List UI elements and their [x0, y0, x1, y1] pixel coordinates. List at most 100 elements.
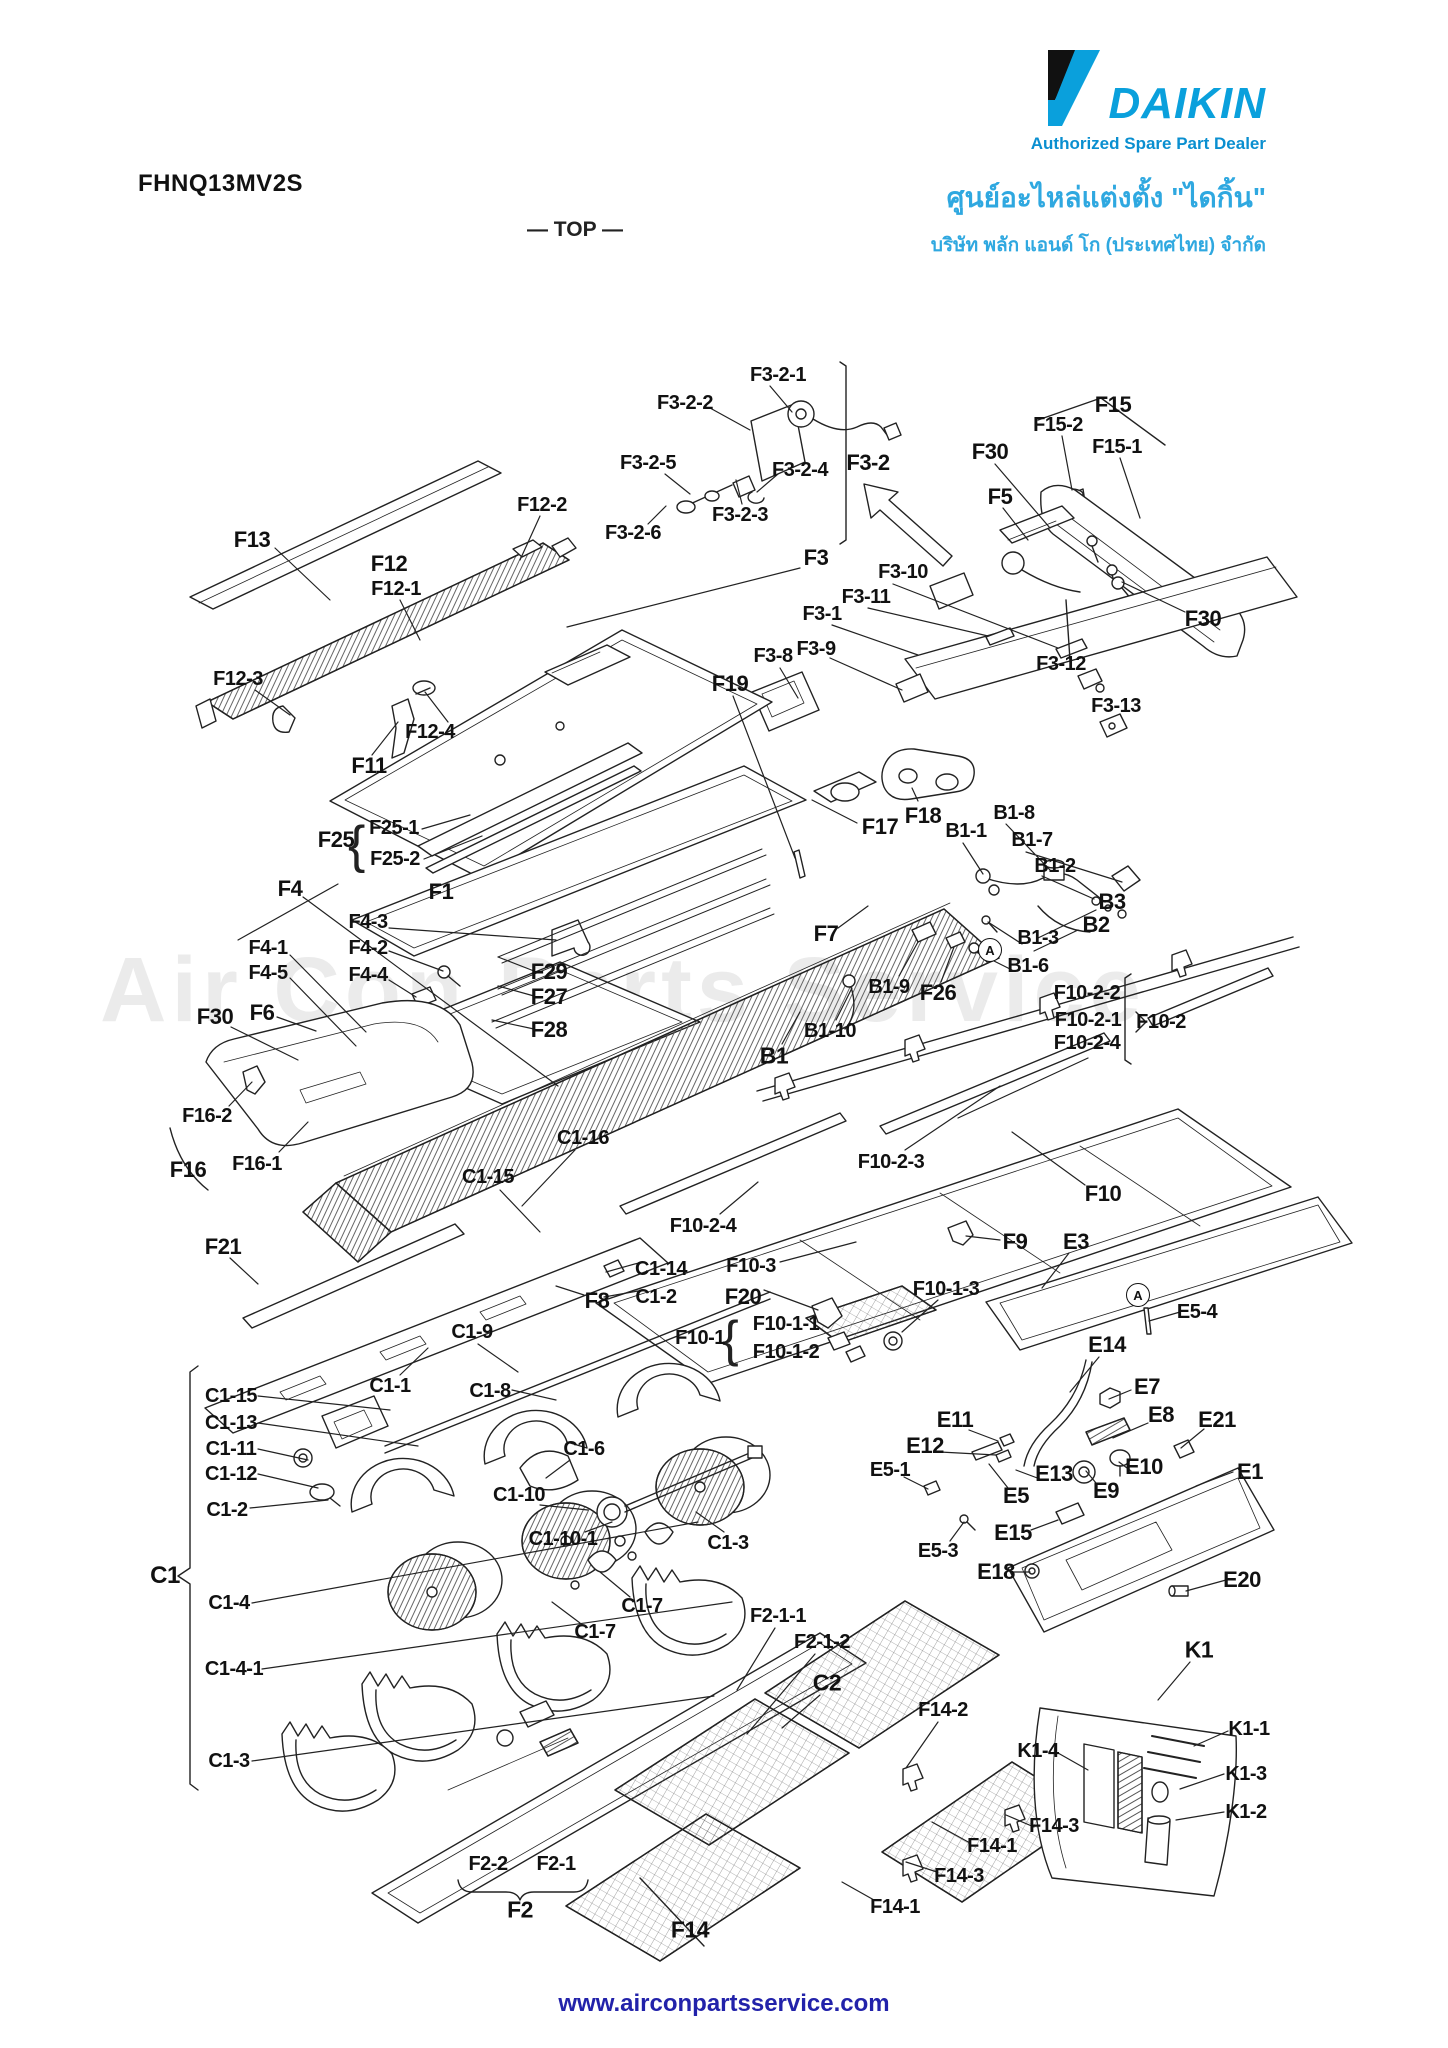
part-label: F19: [711, 671, 749, 696]
part-label: F10-2-4: [1053, 1032, 1121, 1054]
brand-block: DAIKIN Authorized Spare Part Dealer ศูนย…: [931, 50, 1266, 260]
part-label: C1-8: [469, 1380, 511, 1402]
part-label: C1-2: [635, 1286, 677, 1308]
part-label: F12-4: [405, 721, 455, 743]
thai-company: บริษัท พลัก แอนด์ โก (ประเทศไทย) จำกัด: [930, 235, 1266, 256]
part-label: E11: [936, 1407, 974, 1432]
part-label: C1-9: [451, 1321, 493, 1343]
part-label: F30: [196, 1004, 234, 1029]
part-label: F3-1: [802, 603, 842, 625]
part-label: F27: [530, 984, 568, 1009]
part-label: F10-3: [726, 1255, 776, 1277]
part-label: F3-8: [753, 645, 793, 667]
part-label: B1-3: [1017, 927, 1059, 949]
part-label: C2: [812, 1669, 842, 1696]
part-label: C1-1: [369, 1375, 411, 1397]
part-label: E8: [1148, 1402, 1174, 1427]
part-label: F10-1: [675, 1327, 725, 1349]
part-label: C1-14: [635, 1258, 687, 1280]
part-label: E20: [1223, 1567, 1261, 1592]
part-label: E9: [1093, 1478, 1119, 1503]
part-label: C1-6: [563, 1438, 605, 1460]
part-label: B1: [759, 1042, 789, 1069]
part-label: F28: [530, 1017, 568, 1042]
part-label: K1-2: [1225, 1801, 1267, 1823]
part-label: F12-2: [517, 494, 567, 516]
part-label: F3-2-1: [750, 364, 806, 386]
part-label: B1-8: [993, 802, 1035, 824]
part-label: B3: [1098, 889, 1126, 914]
part-label: F10-1-3: [912, 1278, 980, 1300]
part-label: F1: [428, 879, 454, 904]
part-label: E1: [1237, 1459, 1263, 1484]
part-label: K1-3: [1225, 1763, 1267, 1785]
part-label: F26: [919, 980, 957, 1005]
part-label: F3-2-5: [620, 452, 676, 474]
part-label: F15: [1094, 392, 1132, 417]
part-label: F14: [670, 1916, 710, 1943]
daikin-mark-icon: [1048, 50, 1101, 126]
part-label: B1-1: [945, 820, 987, 842]
part-label: F14-1: [870, 1896, 920, 1918]
part-label: F16-1: [232, 1153, 282, 1175]
part-label: F2-1-2: [794, 1631, 850, 1653]
part-label: F3-2: [846, 450, 890, 475]
part-label: F4-2: [348, 937, 388, 959]
part-label: C1-4-1: [204, 1658, 264, 1680]
daikin-logo: DAIKIN: [1048, 50, 1266, 126]
part-label: C1: [150, 1562, 180, 1589]
part-label: B1-2: [1034, 855, 1076, 877]
part-label: F30: [1184, 606, 1222, 631]
part-label: F18: [904, 803, 942, 828]
part-label: F14-3: [1029, 1815, 1079, 1837]
part-label: E18: [977, 1559, 1015, 1584]
part-label: F4: [277, 876, 303, 901]
part-label: F3-11: [841, 586, 891, 608]
part-label: F3-9: [796, 638, 836, 660]
part-label: F6: [249, 1000, 275, 1025]
part-label: E7: [1134, 1374, 1160, 1399]
part-label: K1-4: [1017, 1740, 1059, 1762]
part-label: F5: [987, 484, 1013, 509]
callout-a-badge: A: [1126, 1283, 1150, 1307]
part-label: E5: [1003, 1483, 1029, 1508]
svg-text:{: {: [722, 1311, 739, 1367]
part-label: C1-16: [557, 1127, 609, 1149]
part-label: F10-2-2: [1053, 982, 1121, 1004]
part-label: F13: [233, 527, 271, 552]
part-label: B1-10: [804, 1020, 856, 1042]
svg-text:{: {: [348, 816, 365, 874]
part-label: F4-4: [348, 964, 388, 986]
part-label: E14: [1088, 1332, 1126, 1357]
part-label: C1-2: [206, 1499, 248, 1521]
part-label: F21: [204, 1234, 242, 1259]
part-label: F2: [507, 1896, 533, 1923]
part-label: K1: [1184, 1636, 1214, 1663]
part-label: F25-2: [370, 848, 420, 870]
part-label: C1-10: [493, 1484, 545, 1506]
part-label: K1-1: [1228, 1718, 1270, 1740]
website-link[interactable]: www.airconpartsservice.com: [558, 1990, 890, 2017]
part-label: F3-12: [1036, 653, 1086, 675]
part-label: F16: [169, 1157, 207, 1182]
part-label: C1-3: [208, 1750, 250, 1772]
part-label: C1-13: [205, 1412, 257, 1434]
part-label: C1-12: [205, 1463, 257, 1485]
part-label: F3-2-6: [605, 522, 661, 544]
part-label: C1-11: [205, 1438, 257, 1460]
part-label: F10-1-2: [752, 1341, 820, 1363]
part-label: E3: [1063, 1229, 1089, 1254]
part-label: E10: [1125, 1454, 1163, 1479]
part-label: F4-5: [248, 962, 288, 984]
part-label: B1-7: [1011, 829, 1053, 851]
part-label: E15: [994, 1520, 1032, 1545]
part-label: F9: [1002, 1229, 1028, 1254]
part-label: F14-2: [918, 1699, 968, 1721]
part-label: F10-2-3: [857, 1151, 925, 1173]
part-label: F10-1-1: [752, 1313, 820, 1335]
part-label: F7: [813, 921, 839, 946]
part-label: C1-7: [574, 1621, 616, 1643]
part-label: F3-2-4: [772, 459, 828, 481]
part-label: F2-2: [468, 1853, 508, 1875]
